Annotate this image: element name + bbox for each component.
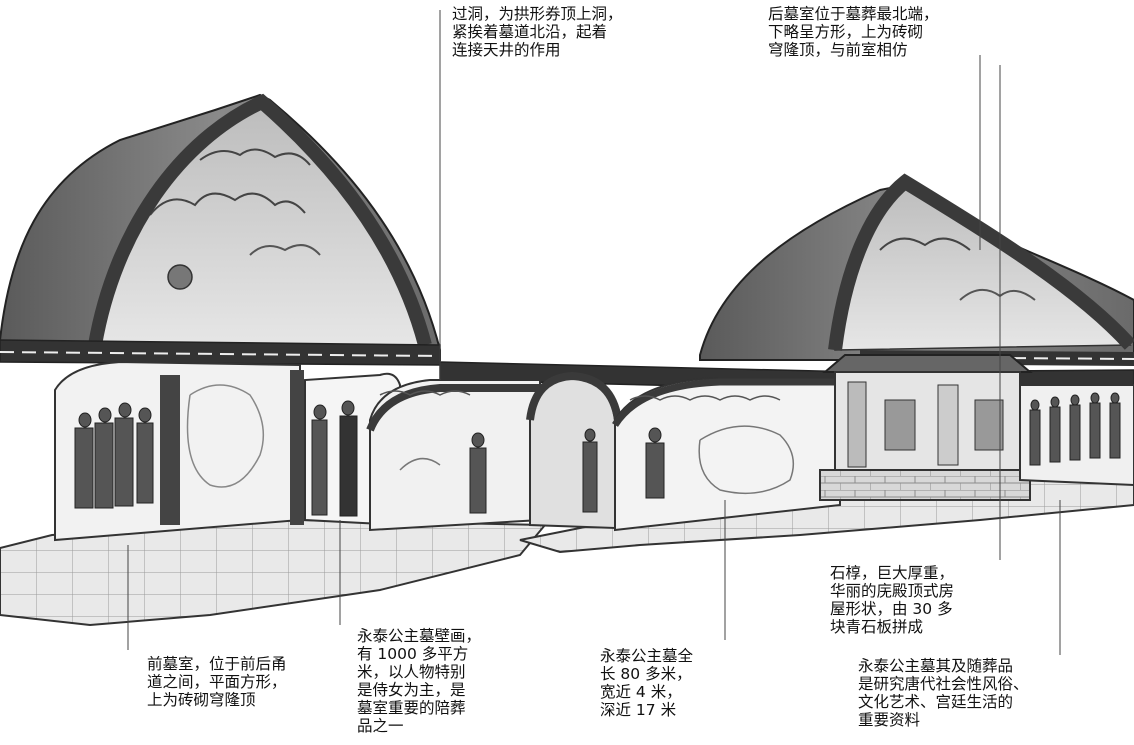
annotation-line: 石椁，巨大厚重， bbox=[830, 564, 955, 582]
front-chamber-walls bbox=[54, 360, 401, 542]
annotation-line: 永泰公主墓壁画， bbox=[357, 627, 482, 645]
annotation-line: 永泰公主墓其及随葬品 bbox=[858, 657, 1014, 675]
annotation-dimensions: 永泰公主墓全 长 80 多米， 宽近 4 米， 深近 17 米 bbox=[600, 647, 693, 719]
annotation-line: 是侍女为主，是 bbox=[357, 681, 466, 699]
annotation-line: 永泰公主墓全 bbox=[600, 647, 694, 665]
annotation-line: 品之一 bbox=[357, 717, 404, 735]
annotation-guodong: 过洞，为拱形券顶上洞， 紧挨着墓道北沿，起着 连接天井的作用 bbox=[452, 5, 623, 59]
annotation-rear-chamber: 后墓室位于墓葬最北端， 下略呈方形，上为砖砌 穹隆顶，与前室相仿 bbox=[768, 5, 939, 59]
annotation-line: 有 1000 多平方 bbox=[357, 645, 469, 663]
annotation-line: 米，以人物特别 bbox=[357, 663, 466, 681]
annotation-line: 墓室重要的陪葬 bbox=[357, 699, 466, 717]
leader-lines bbox=[127, 10, 1061, 655]
annotation-line: 后墓室位于墓葬最北端， bbox=[768, 5, 939, 23]
annotation-line: 重要资料 bbox=[858, 711, 921, 729]
annotation-line: 穹隆顶，与前室相仿 bbox=[768, 41, 908, 59]
annotation-sarcophagus: 石椁，巨大厚重， 华丽的庑殿顶式房 屋形状，由 30 多 块青石板拼成 bbox=[830, 564, 954, 636]
annotation-line: 宽近 4 米， bbox=[600, 683, 682, 701]
annotation-line: 下略呈方形，上为砖砌 bbox=[768, 23, 924, 41]
rear-corridor bbox=[612, 377, 845, 532]
annotation-line: 道之间，平面方形， bbox=[147, 673, 287, 691]
annotation-murals: 永泰公主墓壁画， 有 1000 多平方 米，以人物特别 是侍女为主，是 墓室重要… bbox=[357, 627, 481, 735]
annotation-line: 华丽的庑殿顶式房 bbox=[830, 582, 955, 600]
annotation-line: 屋形状，由 30 多 bbox=[830, 600, 953, 618]
annotation-line: 过洞，为拱形券顶上洞， bbox=[452, 5, 623, 23]
annotation-line: 深近 17 米 bbox=[600, 701, 677, 719]
annotation-significance: 永泰公主墓其及随葬品 是研究唐代社会性风俗、 文化艺术、宫廷生活的 重要资料 bbox=[858, 657, 1029, 729]
corridor-arch bbox=[366, 371, 622, 532]
annotation-line: 块青石板拼成 bbox=[830, 618, 924, 636]
rear-chamber-wall bbox=[1019, 384, 1134, 487]
annotation-line: 是研究唐代社会性风俗、 bbox=[858, 675, 1029, 693]
annotation-line: 长 80 多米， bbox=[600, 665, 692, 683]
annotation-line: 连接天井的作用 bbox=[452, 41, 561, 59]
annotation-line: 上为砖砌穹隆顶 bbox=[147, 691, 256, 709]
annotation-front-chamber: 前墓室，位于前后甬 道之间，平面方形， 上为砖砌穹隆顶 bbox=[147, 655, 287, 709]
annotation-line: 文化艺术、宫廷生活的 bbox=[858, 693, 1014, 711]
rear-dome bbox=[699, 173, 1134, 361]
stone-sarcophagus bbox=[819, 354, 1033, 501]
front-dome bbox=[0, 93, 441, 361]
annotation-line: 前墓室，位于前后甬 bbox=[147, 655, 287, 673]
annotation-line: 紧挨着墓道北沿，起着 bbox=[452, 23, 608, 41]
